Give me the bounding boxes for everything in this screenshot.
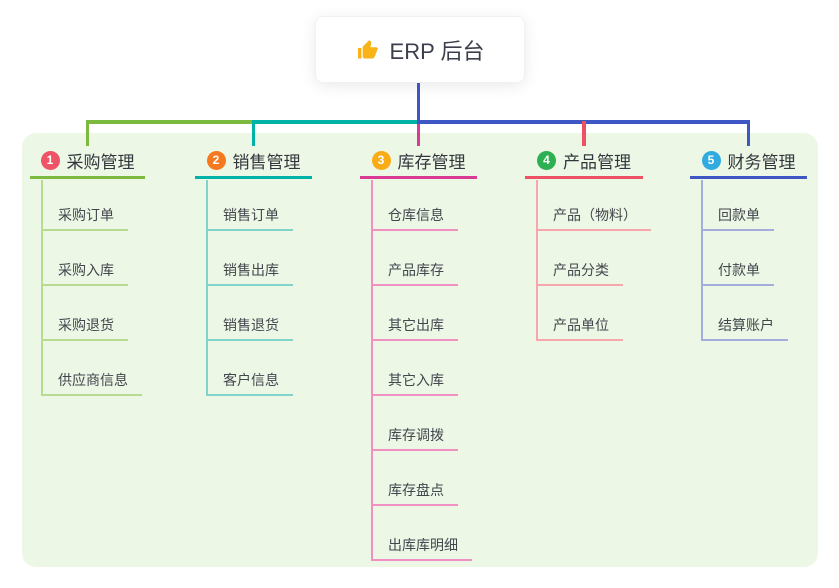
branch-drop-line-4	[582, 121, 586, 146]
branch-number-badge: 1	[40, 150, 60, 170]
branch-label: 产品管理	[563, 152, 631, 172]
branch-drop-line-1	[85, 121, 90, 146]
branch-children-connector	[701, 179, 703, 341]
child-node[interactable]: 销售退货	[206, 312, 293, 341]
child-label: 结算账户	[718, 317, 774, 333]
child-node[interactable]: 供应商信息	[41, 367, 142, 396]
child-label: 采购退货	[58, 317, 114, 333]
branch-label: 销售管理	[232, 152, 301, 172]
child-node[interactable]: 产品分类	[536, 257, 623, 286]
branches-background-panel	[22, 133, 818, 567]
child-label: 供应商信息	[58, 372, 128, 388]
child-label: 仓库信息	[388, 207, 444, 223]
branch-drop-line-5	[746, 121, 751, 146]
child-label: 其它出库	[388, 317, 444, 333]
child-label: 其它入库	[388, 372, 444, 388]
child-node[interactable]: 出库库明细	[371, 532, 472, 561]
child-label: 产品分类	[553, 262, 609, 278]
branch-label: 采购管理	[66, 152, 135, 172]
child-label: 采购订单	[58, 207, 114, 223]
child-node[interactable]: 采购退货	[41, 312, 128, 341]
child-label: 产品（物料）	[553, 207, 637, 223]
child-node[interactable]: 采购订单	[41, 202, 128, 231]
branch-children-connector	[41, 179, 43, 396]
branch-node-3[interactable]: 3 库存管理	[360, 147, 477, 179]
branch-drop-line-2	[251, 121, 256, 146]
branch-node-5[interactable]: 5 财务管理	[690, 147, 807, 179]
child-label: 销售出库	[223, 262, 279, 278]
child-node[interactable]: 产品（物料）	[536, 202, 651, 231]
child-label: 库存调拨	[388, 427, 444, 443]
child-label: 采购入库	[58, 262, 114, 278]
child-node[interactable]: 其它入库	[371, 367, 458, 396]
child-label: 付款单	[718, 262, 760, 278]
child-node[interactable]: 销售订单	[206, 202, 293, 231]
branch-number-badge: 3	[371, 150, 391, 170]
child-label: 出库库明细	[388, 537, 458, 553]
child-label: 回款单	[718, 207, 760, 223]
child-node[interactable]: 付款单	[701, 257, 774, 286]
branch-label: 库存管理	[397, 152, 466, 172]
trunk-segment-1	[85, 120, 256, 124]
branch-node-4[interactable]: 4 产品管理	[525, 147, 643, 179]
branch-number-badge: 5	[701, 150, 721, 170]
child-label: 销售退货	[223, 317, 279, 333]
branch-children-connector	[371, 179, 373, 561]
branch-label: 财务管理	[727, 152, 796, 172]
branch-node-2[interactable]: 2 销售管理	[195, 147, 312, 179]
child-label: 销售订单	[223, 207, 279, 223]
child-label: 客户信息	[223, 372, 279, 388]
child-node[interactable]: 库存盘点	[371, 477, 458, 506]
branch-node-1[interactable]: 1 采购管理	[30, 147, 145, 179]
child-node[interactable]: 产品单位	[536, 312, 623, 341]
branch-drop-line-3	[416, 121, 421, 146]
child-node[interactable]: 产品库存	[371, 257, 458, 286]
child-node[interactable]: 其它出库	[371, 312, 458, 341]
branch-number-badge: 2	[206, 150, 226, 170]
branch-children-connector	[536, 179, 538, 341]
child-node[interactable]: 仓库信息	[371, 202, 458, 231]
child-node[interactable]: 销售出库	[206, 257, 293, 286]
thumbs-up-icon	[356, 38, 380, 62]
child-node[interactable]: 回款单	[701, 202, 774, 231]
root-node-erp[interactable]: ERP 后台	[315, 16, 525, 83]
root-stem-line	[416, 81, 421, 124]
child-node[interactable]: 结算账户	[701, 312, 788, 341]
branch-number-badge: 4	[537, 150, 556, 170]
root-title: ERP 后台	[389, 38, 485, 64]
branch-children-connector	[206, 179, 208, 396]
child-node[interactable]: 库存调拨	[371, 422, 458, 451]
child-label: 产品库存	[388, 262, 444, 278]
trunk-segment-2	[251, 120, 421, 124]
child-node[interactable]: 采购入库	[41, 257, 128, 286]
child-node[interactable]: 客户信息	[206, 367, 293, 396]
child-label: 产品单位	[553, 317, 609, 333]
child-label: 库存盘点	[388, 482, 444, 498]
